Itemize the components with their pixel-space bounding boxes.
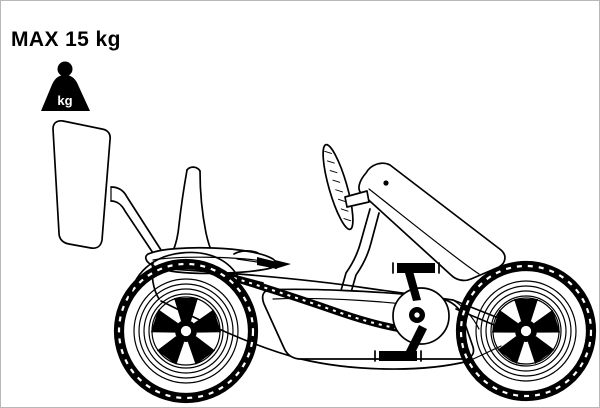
weight-icon-label: kg <box>57 93 72 108</box>
crank-arm-upper <box>405 271 421 301</box>
steering-column <box>337 208 380 304</box>
front-wheel-spokes <box>491 297 561 365</box>
rear-pedal <box>392 262 440 274</box>
rear-wheel-spokes <box>150 296 222 366</box>
weight-icon-body <box>41 75 90 111</box>
seat-shell <box>144 166 277 275</box>
backrest-panel <box>52 119 112 250</box>
front-hub-center <box>519 324 533 338</box>
front-pedal <box>374 350 422 362</box>
steering-hub <box>344 190 370 208</box>
weight-icon: kg <box>41 61 90 111</box>
seat-adjust-lever <box>233 250 291 269</box>
steering-wheel <box>322 143 370 231</box>
max-load-label: MAX 15 kg <box>11 28 121 51</box>
pedal-crank <box>392 271 450 357</box>
weight-icon-handle <box>57 61 73 77</box>
rear-fender <box>128 251 238 302</box>
crank-arm-lower <box>405 325 427 357</box>
rear-wheel <box>113 258 259 404</box>
crank-axle-center <box>412 310 422 320</box>
hood-panel <box>358 162 506 282</box>
rear-hub-center <box>179 324 193 338</box>
hood-rivet <box>383 180 389 186</box>
front-wheel <box>455 260 597 402</box>
backrest-support-bar <box>110 186 162 254</box>
